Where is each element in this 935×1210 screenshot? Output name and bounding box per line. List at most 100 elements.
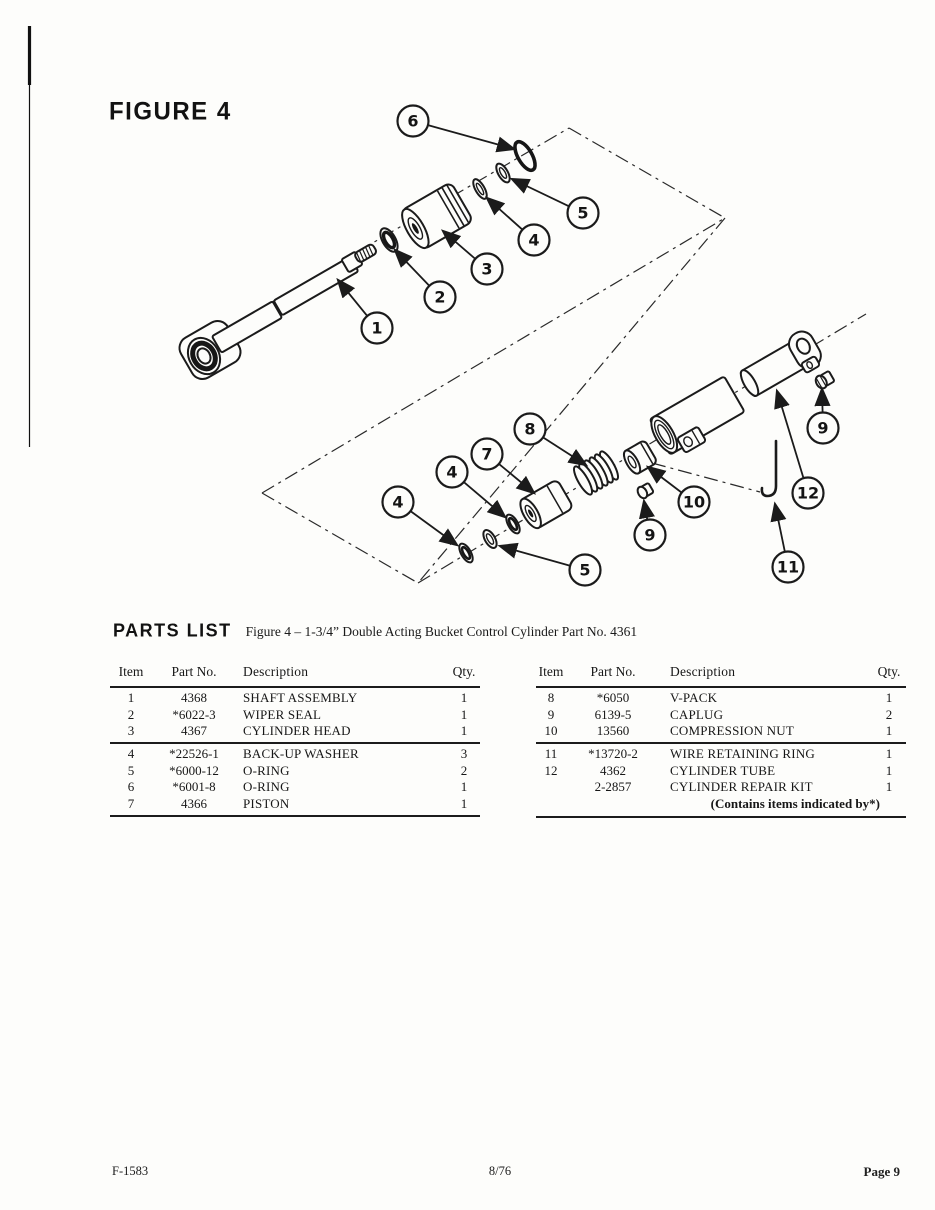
- callout-number: 9: [644, 526, 655, 545]
- column-header: Item: [118, 664, 144, 679]
- callout-arrow: [638, 498, 655, 520]
- callout-number: 9: [817, 419, 828, 438]
- callout-12: 12: [774, 388, 825, 510]
- port-boss-drawing: [676, 426, 707, 453]
- plane-edge-lower: [261, 492, 419, 584]
- callout-number: 6: [407, 112, 418, 131]
- callout-8: 8: [513, 412, 589, 467]
- footer-page-number: Page 9: [863, 1164, 900, 1179]
- backup-washer-upper-drawing: [472, 178, 488, 200]
- plane-edge-upper: [261, 217, 726, 494]
- callout-6: 6: [396, 104, 517, 153]
- callout-number: 11: [777, 558, 799, 577]
- column-header: Qty.: [452, 664, 476, 679]
- cylinder-tube-drawing: [739, 330, 822, 397]
- column-header: Item: [538, 664, 564, 679]
- callout-arrow: [770, 501, 787, 553]
- footer-date: 8/76: [488, 1164, 512, 1178]
- v-pack-drawing: [572, 450, 620, 496]
- o-ring-small-upper-drawing: [495, 162, 511, 184]
- parts-list-heading: PARTS LIST: [113, 619, 232, 641]
- callout-arrow: [774, 388, 805, 479]
- callout-11: 11: [770, 501, 805, 584]
- footer-form-number: F-1583: [112, 1164, 149, 1178]
- wiper-seal-drawing: [379, 227, 399, 253]
- backup-washer-left-drawing: [458, 542, 474, 564]
- callout-9: 9: [633, 498, 667, 552]
- cylinder-tube-sleeve-drawing: [649, 376, 745, 455]
- callout-9: 9: [806, 386, 840, 445]
- callout-number: 5: [579, 561, 590, 580]
- compression-nut-drawing: [622, 440, 657, 475]
- o-ring-large-drawing: [513, 139, 537, 173]
- callout-4: 4: [484, 196, 551, 257]
- figure-title: FIGURE 4: [109, 97, 232, 126]
- column-header: Qty.: [877, 664, 901, 679]
- callout-number: 4: [446, 463, 457, 482]
- callout-arrow: [814, 386, 831, 413]
- callout-5: 5: [497, 542, 602, 587]
- callout-arrow: [498, 463, 537, 495]
- fold-line-top: [568, 127, 726, 219]
- callout-number: 2: [434, 288, 445, 307]
- wire-leader-line: [651, 462, 761, 493]
- callout-number: 8: [524, 420, 535, 439]
- callout-arrow: [463, 481, 508, 519]
- callout-number: 4: [392, 493, 403, 512]
- callout-number: 5: [577, 204, 588, 223]
- callout-arrow: [484, 196, 524, 231]
- callout-arrow: [336, 277, 368, 317]
- callout-number: 7: [481, 445, 492, 464]
- callout-arrow: [409, 510, 460, 547]
- callout-number: 4: [528, 231, 539, 250]
- caplug-right-drawing: [814, 370, 835, 390]
- callout-4: 4: [435, 455, 508, 519]
- callout-1: 1: [336, 277, 394, 345]
- callout-number: 12: [797, 484, 819, 503]
- column-header: Description: [670, 664, 736, 679]
- column-header: Part No.: [171, 664, 217, 679]
- piston-drawing: [519, 480, 573, 530]
- callout-arrow: [427, 124, 517, 153]
- callout-4: 4: [381, 485, 460, 547]
- callout-2: 2: [393, 248, 457, 314]
- threaded-tip: [354, 243, 377, 263]
- column-header: Part No.: [590, 664, 636, 679]
- callout-number: 3: [481, 260, 492, 279]
- callout-arrow: [440, 229, 476, 260]
- caplug-lower-drawing: [636, 482, 655, 500]
- shaft-assembly-drawing: [178, 243, 377, 381]
- cylinder-head-drawing: [401, 183, 472, 250]
- callout-10: 10: [645, 465, 711, 519]
- parts-list-caption: Figure 4 – 1-3/4” Double Acting Bucket C…: [245, 624, 638, 639]
- fold-line-long: [417, 217, 726, 584]
- callout-arrow: [509, 177, 570, 208]
- callout-7: 7: [470, 437, 537, 495]
- table-header: Item Part No. Description Qty.: [536, 658, 906, 688]
- repair-kit-note: (Contains items indicated by*): [710, 795, 880, 811]
- callout-arrow: [645, 465, 683, 494]
- callout-number: 10: [683, 493, 705, 512]
- callout-arrow: [542, 436, 589, 467]
